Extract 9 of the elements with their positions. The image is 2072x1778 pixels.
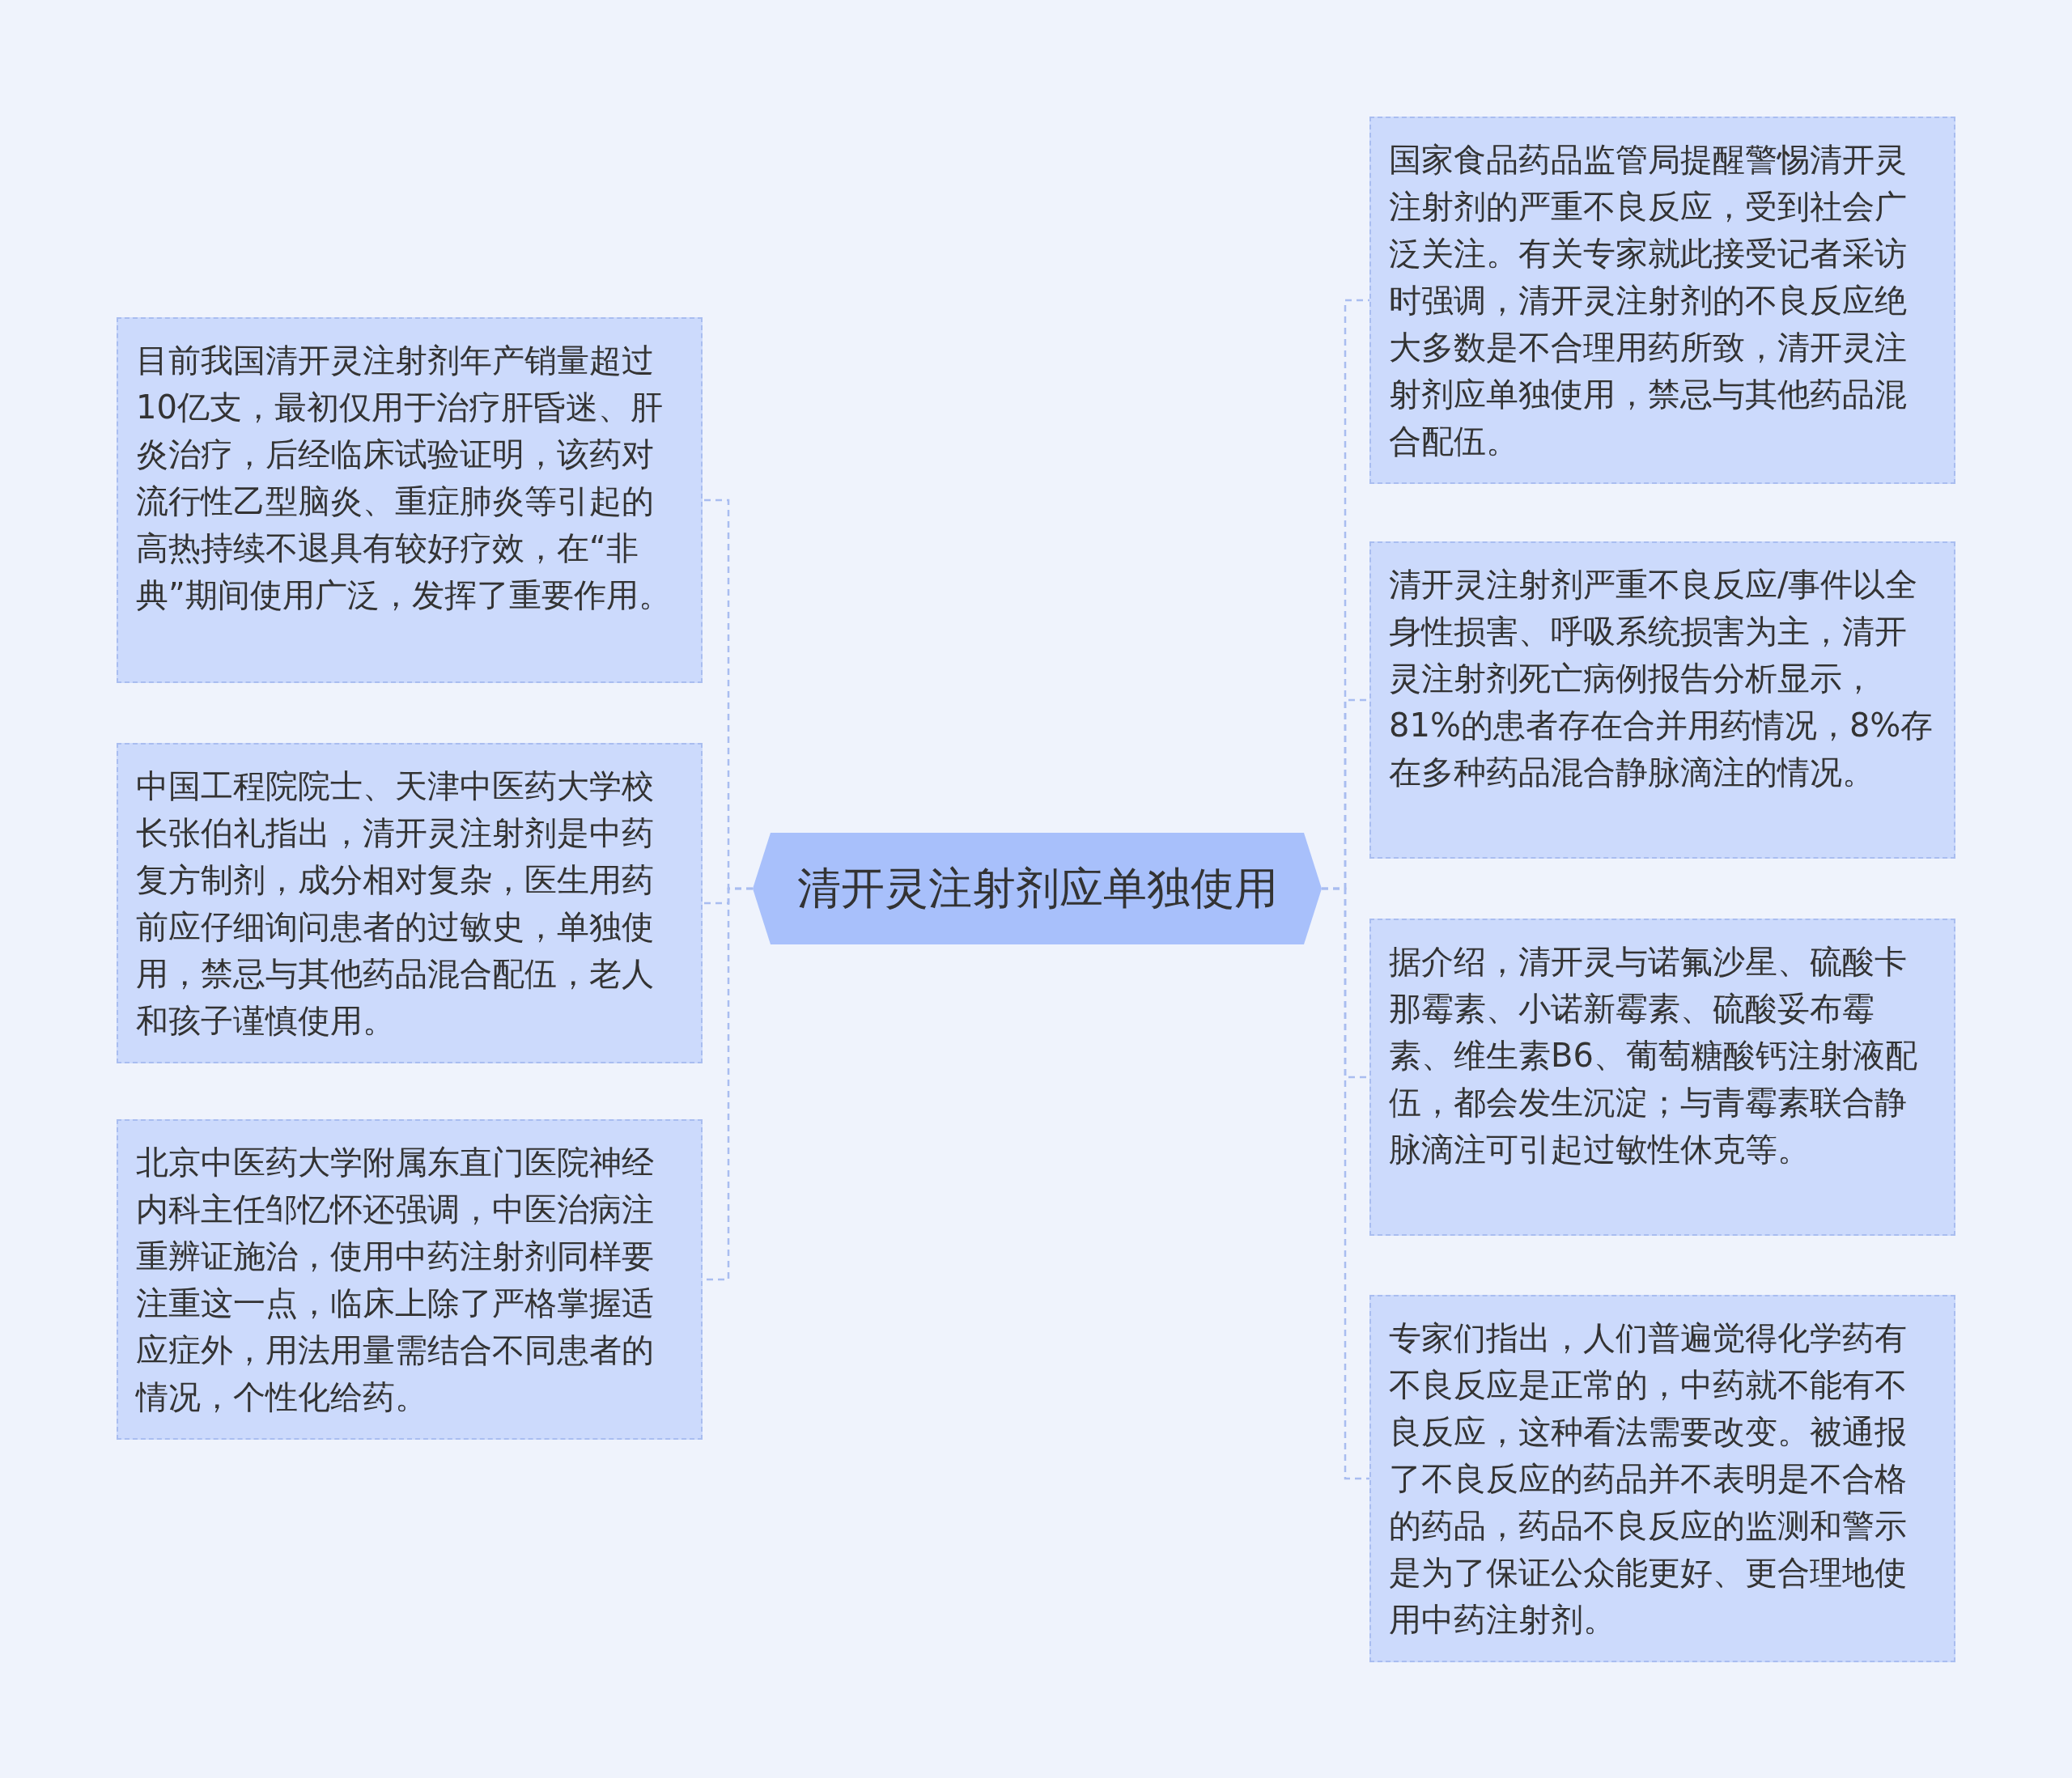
- topic-box: 目前我国清开灵注射剂年产销量超过10亿支，最初仅用于治疗肝昏迷、肝炎治疗，后经临床试验证明，该药对流行性乙型脑炎、重症肺炎等引起的高热持续不退具有较好疗效，在“非典”期间使用广泛，发挥了重要作用。: [117, 317, 703, 683]
- topic-box: 国家食品药品监管局提醒警惕清开灵注射剂的严重不良反应，受到社会广泛关注。有关专家就此接受记者采访时强调，清开灵注射剂的不良反应绝大多数是不合理用药所致，清开灵注射剂应单独使用，禁忌与其他药品混合配伍。: [1369, 117, 1955, 484]
- topic-box: 清开灵注射剂严重不良反应/事件以全身性损害、呼吸系统损害为主，清开灵注射剂死亡病例报告分析显示，81%的患者存在合并用药情况，8%存在多种药品混合静脉滴注的情况。: [1369, 541, 1955, 859]
- topic-box: 据介绍，清开灵与诺氟沙星、硫酸卡那霉素、小诺新霉素、硫酸妥布霉素、维生素B6、葡萄糖酸钙注射液配伍，都会发生沉淀；与青霉素联合静脉滴注可引起过敏性休克等。: [1369, 919, 1955, 1236]
- topic-box: 北京中医药大学附属东直门医院神经内科主任邹忆怀还强调，中医治病注重辨证施治，使用中药注射剂同样要注重这一点，临床上除了严格掌握适应症外，用法用量需结合不同患者的情况，个性化给药。: [117, 1119, 703, 1440]
- central-topic-box: 清开灵注射剂应单独使用: [753, 833, 1322, 944]
- connector-line: [1322, 887, 1369, 1480]
- topic-box: 专家们指出，人们普遍觉得化学药有不良反应是正常的，中药就不能有不良反应，这种看法需要改变。被通报了不良反应的药品并不表明是不合格的药品，药品不良反应的监测和警示是为了保证公众能更好、更合理地使用中药注射剂。: [1369, 1295, 1955, 1662]
- topic-box: 中国工程院院士、天津中医药大学校长张伯礼指出，清开灵注射剂是中药复方制剂，成分相对复杂，医生用药前应仔细询问患者的过敏史，单独使用，禁忌与其他药品混合配伍，老人和孩子谨慎使用。: [117, 743, 703, 1063]
